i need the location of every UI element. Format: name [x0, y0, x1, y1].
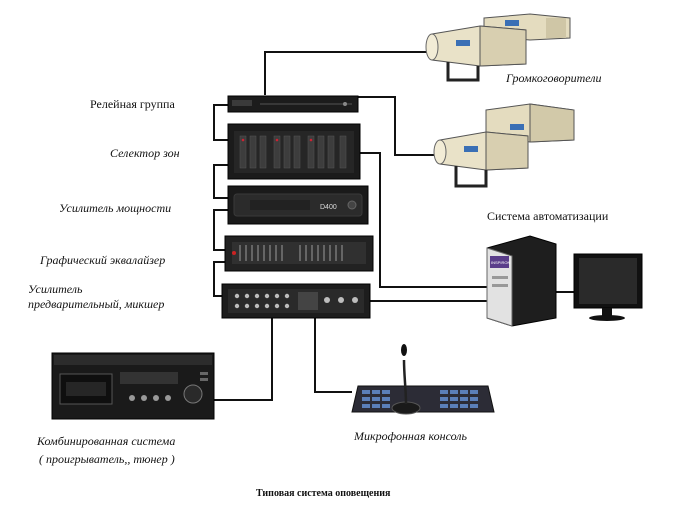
microphone-console-device [351, 344, 495, 415]
label-loudspeakers: Громкоговорители [505, 71, 602, 85]
loudspeakers-upper-group [425, 13, 571, 82]
label-automation-system: Система автоматизации [487, 209, 609, 223]
horn-speaker-back-lower [485, 103, 575, 143]
combined-system-device [51, 352, 215, 420]
label-power-amplifier: Усилитель мощности [59, 201, 171, 215]
label-relay-group: Релейная группа [90, 97, 175, 111]
zone-selector-device [227, 123, 361, 180]
figure-caption: Типовая система оповещения [256, 488, 391, 499]
label-graphic-eq: Графический эквалайзер [39, 253, 165, 267]
preamp-mixer-device [221, 283, 371, 319]
wire-relay-to-upper-speakers [264, 51, 440, 95]
relay-group-device [227, 95, 359, 113]
pc-badge: INSPIRON [491, 260, 510, 265]
loudspeakers-lower-group [433, 103, 575, 188]
label-combined-line2: ( проигрыватель,, тюнер ) [39, 452, 175, 466]
wire-selector-to-pc [360, 152, 487, 288]
amp-model-label: D400 [320, 204, 337, 211]
connection-wires [213, 51, 575, 401]
horn-speaker-front-lower [433, 131, 529, 188]
wire-mic-to-preamp [314, 318, 352, 393]
label-combined-line1: Комбинированная система [36, 434, 175, 448]
horn-speaker-front [425, 25, 527, 82]
power-amplifier-device: D400 [227, 185, 369, 225]
wire-rack-loop-2 [213, 164, 228, 199]
automation-pc-tower: INSPIRON [486, 235, 557, 327]
label-preamp-line2: предварительный, микшер [28, 297, 164, 311]
label-mic-console: Микрофонная консоль [353, 429, 468, 443]
wire-rack-loop-3 [213, 209, 228, 251]
wire-rack-loop-1 [213, 104, 228, 141]
label-zone-selector: Селектор зон [110, 146, 180, 160]
automation-monitor [573, 253, 643, 321]
microphone-gooseneck [402, 359, 408, 405]
wire-relay-to-lower-speakers [358, 96, 440, 156]
graphic-equalizer-device [224, 235, 374, 272]
wire-rack-loop-4 [213, 261, 228, 297]
wire-combined-to-preamp [214, 318, 273, 401]
label-preamp-line1: Усилитель [28, 282, 83, 296]
